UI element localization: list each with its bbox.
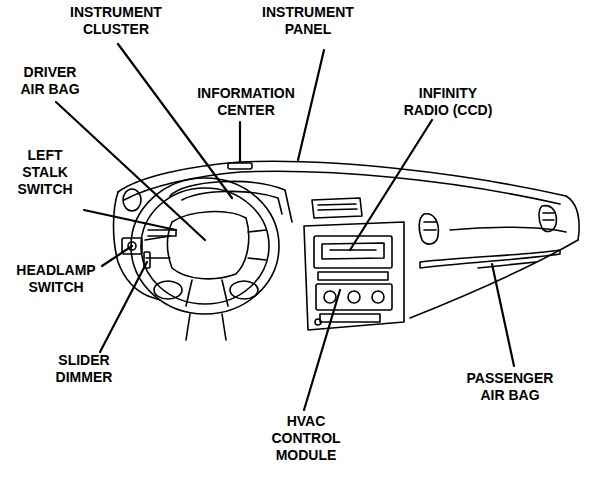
wheel-spoke-bottom [186, 280, 228, 306]
cluster-face [182, 191, 282, 214]
wheel-hole-left [154, 281, 182, 299]
passenger-air-bag-door [450, 227, 566, 232]
panel-right-end [566, 196, 579, 240]
leader-line [298, 50, 324, 160]
part-label: SLIDER DIMMER [45, 352, 123, 386]
part-label: INFORMATION CENTER [190, 85, 302, 119]
leader-line [350, 120, 432, 250]
wheel-hole-right [230, 281, 258, 299]
part-label: DRIVER AIR BAG [14, 64, 86, 98]
hvac-knob-1 [324, 291, 336, 303]
part-label: LEFT STALK SWITCH [9, 147, 81, 198]
radio-unit [314, 236, 392, 268]
leader-line [102, 246, 132, 266]
left-stalk [148, 230, 176, 236]
glove-box-handle [478, 262, 536, 268]
cluster-hood [170, 181, 292, 222]
power-outlet [315, 319, 321, 325]
information-center [228, 163, 252, 169]
wheel-spoke-right [248, 230, 266, 260]
hvac-panel [316, 284, 392, 310]
leader-line [100, 262, 147, 352]
right-vent [539, 206, 556, 232]
part-label: HVAC CONTROL MODULE [264, 413, 348, 464]
hvac-knob-3 [372, 291, 384, 303]
leader-line [84, 210, 176, 230]
center-stack [304, 222, 404, 330]
glove-box [420, 250, 560, 268]
steering-wheel-outer [131, 178, 279, 314]
right-center-vent [419, 214, 438, 244]
leader-line [239, 122, 241, 162]
hvac-knob-2 [348, 291, 360, 303]
steering-wheel-inner [141, 188, 269, 304]
part-label: INSTRUMENT PANEL [252, 4, 364, 38]
left-vent [123, 189, 141, 211]
panel-lower-edge [410, 240, 578, 318]
leader-line [56, 102, 205, 240]
part-label: INFINITY RADIO (CCD) [398, 85, 498, 119]
part-label: INSTRUMENT CLUSTER [60, 4, 172, 38]
leader-line [304, 290, 340, 410]
part-label: PASSENGER AIR BAG [459, 370, 561, 404]
leader-line [492, 264, 514, 366]
ashtray [320, 314, 380, 322]
wheel-spoke-left [145, 236, 170, 258]
cassette-slot [318, 272, 388, 280]
driver-air-bag-pad [168, 212, 249, 279]
center-vent [312, 198, 362, 218]
part-label: HEADLAMP SWITCH [10, 262, 102, 296]
steering-column [186, 314, 226, 340]
